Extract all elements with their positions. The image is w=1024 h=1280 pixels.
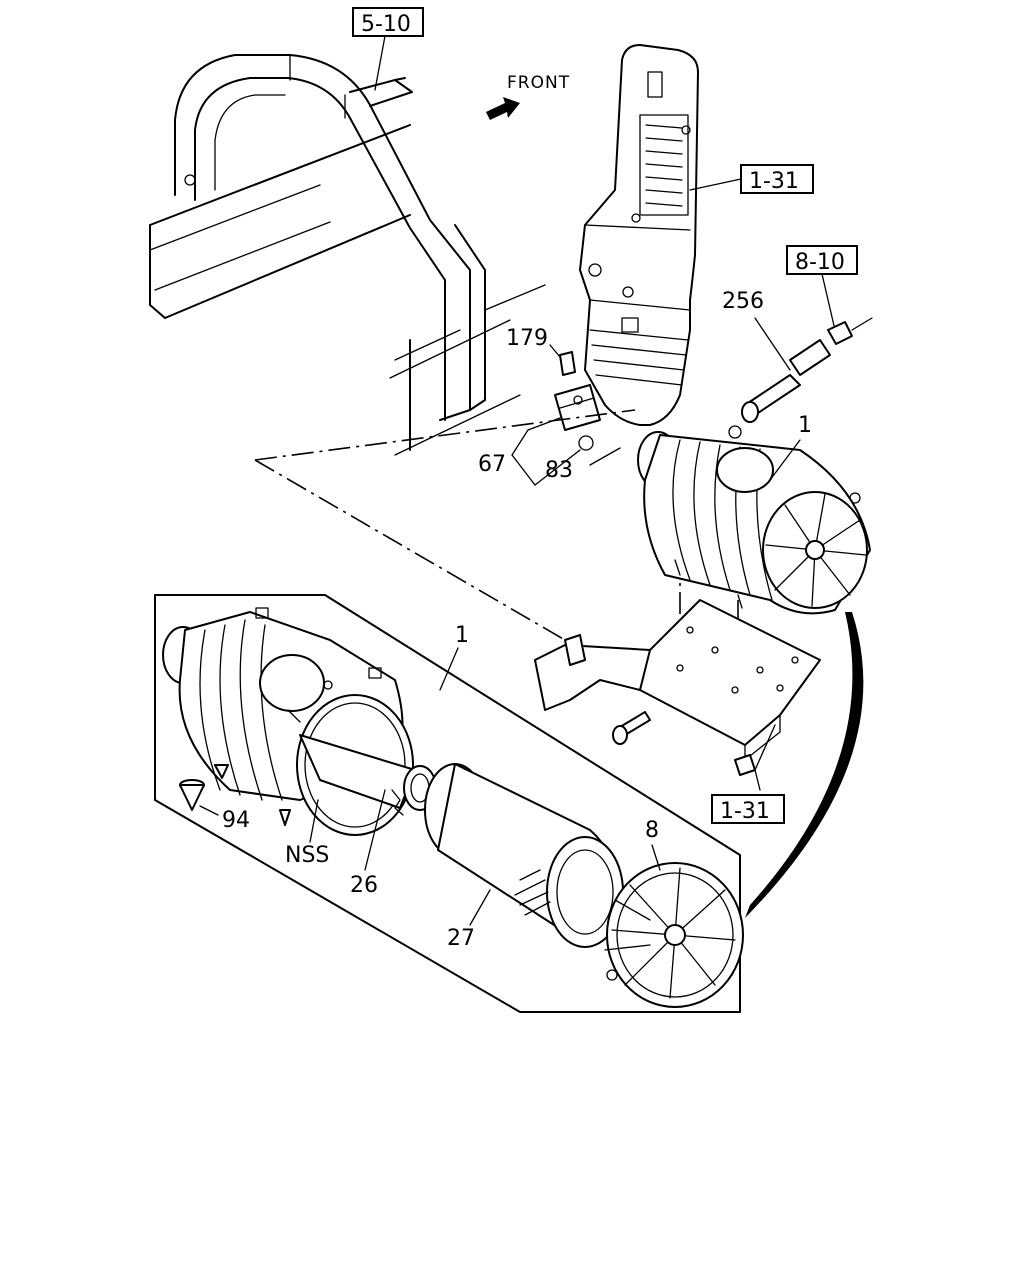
callout-83: 83 xyxy=(545,458,573,483)
air-cleaner-body xyxy=(162,607,414,836)
front-arrow-icon xyxy=(486,97,520,120)
intake-duct xyxy=(579,44,699,426)
front-label: FRONT xyxy=(507,73,570,93)
callout-256: 256 xyxy=(722,289,764,314)
callout-26: 26 xyxy=(350,873,378,898)
callout-1-box: 1 xyxy=(455,623,469,648)
exploded-view-box: 1 xyxy=(154,594,741,1013)
curved-arrow xyxy=(745,612,864,918)
front-direction: FRONT xyxy=(486,73,570,120)
cap-94: 94 xyxy=(179,779,250,833)
main-element-27: 27 xyxy=(424,763,624,951)
callout-8: 8 xyxy=(645,818,659,843)
callout-179: 179 xyxy=(506,326,548,351)
ref-5-10[interactable]: 5-10 xyxy=(352,7,424,91)
ref-1-31-bottom-label: 1-31 xyxy=(720,799,770,824)
ref-1-31-top[interactable]: 1-31 xyxy=(689,164,814,194)
ref-1-31-top-label: 1-31 xyxy=(749,169,799,194)
ref-5-10-label: 5-10 xyxy=(361,12,411,37)
ref-1-31-bottom[interactable]: 1-31 xyxy=(711,724,785,824)
frame-bracket xyxy=(149,54,546,456)
callout-27: 27 xyxy=(447,926,475,951)
mounting-plate xyxy=(534,599,821,776)
ref-8-10-label: 8-10 xyxy=(795,250,845,275)
air-cleaner-installed: 1 xyxy=(637,413,871,615)
ref-8-10[interactable]: 8-10 xyxy=(786,245,858,331)
callout-1-top: 1 xyxy=(798,413,812,438)
seal-nss: NSS xyxy=(285,799,329,868)
cover-8: 8 xyxy=(604,818,744,1008)
callout-94: 94 xyxy=(222,808,250,833)
safety-element-26: 26 xyxy=(299,734,437,898)
sensor-256: 256 xyxy=(722,289,873,423)
callout-67: 67 xyxy=(478,452,506,477)
callout-nss: NSS xyxy=(285,843,329,868)
curve-arrow-icon xyxy=(745,612,864,918)
